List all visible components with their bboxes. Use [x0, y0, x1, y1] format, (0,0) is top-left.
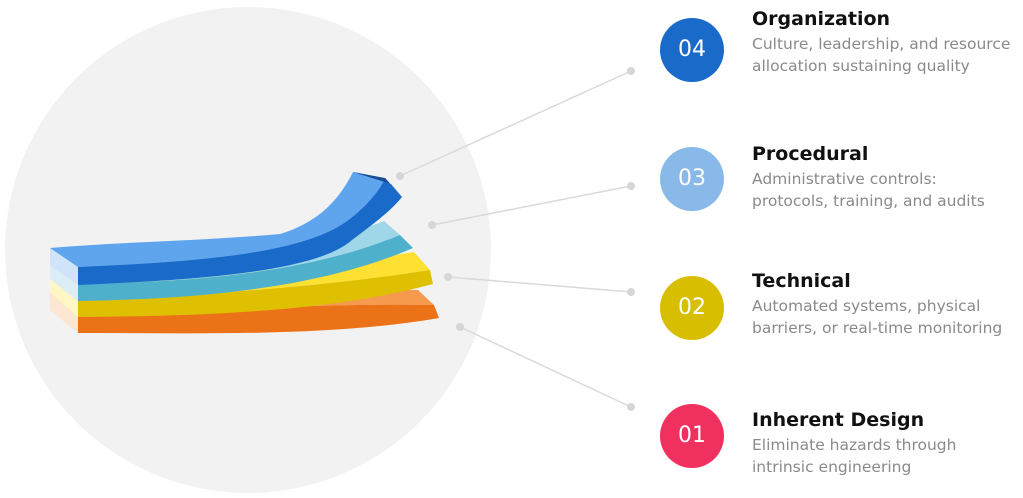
connector-dot-03-end [627, 182, 635, 190]
layer-description-technical: Automated systems, physical barriers, or… [752, 297, 1003, 337]
connector-dot-02-end [627, 288, 635, 296]
connector-dots [396, 67, 635, 411]
layer-title-technical: Technical [752, 270, 851, 292]
connector-dot-03-start [428, 221, 436, 229]
connector-line-02 [447, 276, 632, 293]
layer-title-inherent-design: Inherent Design [752, 409, 925, 431]
layer-title-procedural: Procedural [752, 143, 869, 165]
layer-badge-03: 03 [660, 147, 724, 211]
connector-line-03 [431, 185, 632, 226]
layer-description-inherent-design: Eliminate hazards through intrinsic engi… [752, 436, 957, 476]
connector-dot-04-end [627, 67, 635, 75]
connector-dot-01-end [627, 403, 635, 411]
connector-line-04 [399, 70, 632, 177]
connector-line-01 [459, 326, 632, 408]
layer-badge-04: 04 [660, 18, 724, 82]
layer-04-blue [50, 172, 402, 285]
connector-lines [399, 70, 632, 408]
layer-badge-01: 01 [660, 404, 724, 468]
connector-dot-01-start [456, 323, 464, 331]
layer-description-procedural: Administrative controls: protocols, trai… [752, 170, 985, 210]
layer-badge-02: 02 [660, 276, 724, 340]
connector-dot-02-start [444, 273, 452, 281]
connector-dot-04-start [396, 172, 404, 180]
layer-description-organization: Culture, leadership, and resource alloca… [752, 35, 1011, 75]
layer-title-organization: Organization [752, 8, 891, 30]
